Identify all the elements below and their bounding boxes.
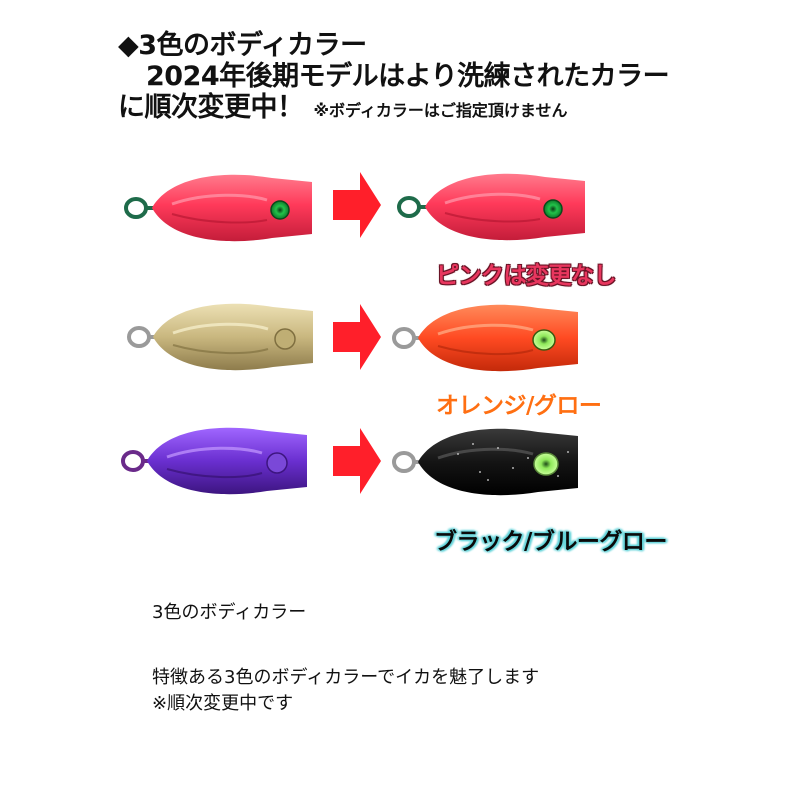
caption-blue: ブラック/ブルーグロー bbox=[434, 529, 667, 555]
eye-icon bbox=[266, 452, 288, 474]
eye-icon bbox=[533, 452, 559, 476]
caption-orange: オレンジ/グロー bbox=[436, 393, 602, 419]
eyelet-ring-icon bbox=[392, 327, 416, 349]
eye-icon bbox=[543, 199, 563, 219]
sinker-orange-right bbox=[392, 304, 578, 372]
eye-icon bbox=[532, 329, 556, 351]
arrow-2 bbox=[333, 304, 381, 370]
sinker-black-right bbox=[392, 428, 578, 496]
sinker-body bbox=[418, 304, 578, 372]
eye-icon bbox=[270, 200, 290, 220]
header-line-2: 2024年後期モデルはより洗練されたカラー bbox=[146, 61, 670, 92]
eyelet-ring-icon bbox=[124, 197, 148, 219]
sinker-gold-left bbox=[127, 303, 313, 371]
description-title: 3色のボディカラー bbox=[152, 602, 307, 623]
eyelet-ring-icon bbox=[392, 451, 416, 473]
eyelet-ring-icon bbox=[397, 196, 421, 218]
header-title: ◆3色のボディカラー bbox=[118, 30, 367, 61]
header-note: ※ボディカラーはご指定頂けません bbox=[313, 101, 568, 120]
arrow-right-icon bbox=[333, 428, 381, 494]
description-line-1: 特徴ある3色のボディカラーでイカを魅了します bbox=[152, 667, 540, 688]
sinker-body bbox=[425, 173, 585, 241]
sinker-body bbox=[153, 303, 313, 371]
arrow-1 bbox=[333, 172, 381, 238]
header-line-3-text: に順次変更中！ bbox=[118, 92, 304, 123]
sinker-pink-right bbox=[397, 173, 585, 241]
header: ◆3色のボディカラー 2024年後期モデルはより洗練されたカラー に順次変更中！… bbox=[118, 30, 670, 126]
arrow-right-icon bbox=[333, 172, 381, 238]
sinker-purple-left bbox=[121, 427, 307, 495]
eyelet-ring-icon bbox=[127, 326, 151, 348]
caption-pink: ピンクは変更なし bbox=[436, 263, 617, 289]
header-line-3: に順次変更中！ ※ボディカラーはご指定頂けません bbox=[118, 92, 669, 126]
description-line-2: ※順次変更中です bbox=[152, 693, 294, 714]
sinker-body bbox=[418, 428, 578, 496]
sinker-pink-left bbox=[124, 174, 312, 242]
eyelet-ring-icon bbox=[121, 450, 145, 472]
arrow-3 bbox=[333, 428, 381, 494]
eye-icon bbox=[274, 328, 296, 350]
sinker-body bbox=[147, 427, 307, 495]
sinker-body bbox=[152, 174, 312, 242]
arrow-right-icon bbox=[333, 304, 381, 370]
